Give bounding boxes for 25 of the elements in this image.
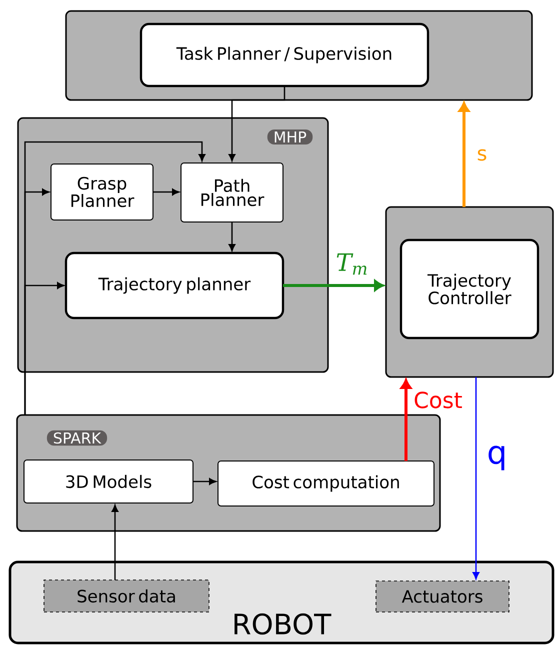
process-box: Cost computation xyxy=(218,460,434,506)
arrow xyxy=(400,379,412,461)
edge-label: q xyxy=(486,444,508,472)
process-box: Grasp Planner xyxy=(50,164,154,220)
arrow xyxy=(153,188,180,196)
arrow xyxy=(458,102,470,207)
edge-label: s xyxy=(476,148,488,162)
arrow xyxy=(472,377,480,580)
arrow xyxy=(283,280,384,291)
arrow xyxy=(193,478,216,485)
edge-label: Cost xyxy=(412,390,464,410)
arrow xyxy=(228,222,236,252)
badge: MHP xyxy=(267,130,313,144)
component-box: Sensor data xyxy=(44,580,210,612)
arrow xyxy=(228,86,286,162)
arrow xyxy=(24,141,206,415)
process-box: Trajectory planner xyxy=(64,252,284,320)
process-box: Path Planner xyxy=(180,162,284,222)
process-box: 3D Models xyxy=(24,460,194,504)
component-box: Actuators xyxy=(376,580,510,612)
process-box: Task Planner / Supervision xyxy=(140,22,430,88)
edge-label: T$_{m}$ xyxy=(334,252,370,276)
process-box: Trajectory Controller xyxy=(400,238,540,340)
arrow xyxy=(112,504,118,580)
robot-label: ROBOT xyxy=(234,613,332,635)
